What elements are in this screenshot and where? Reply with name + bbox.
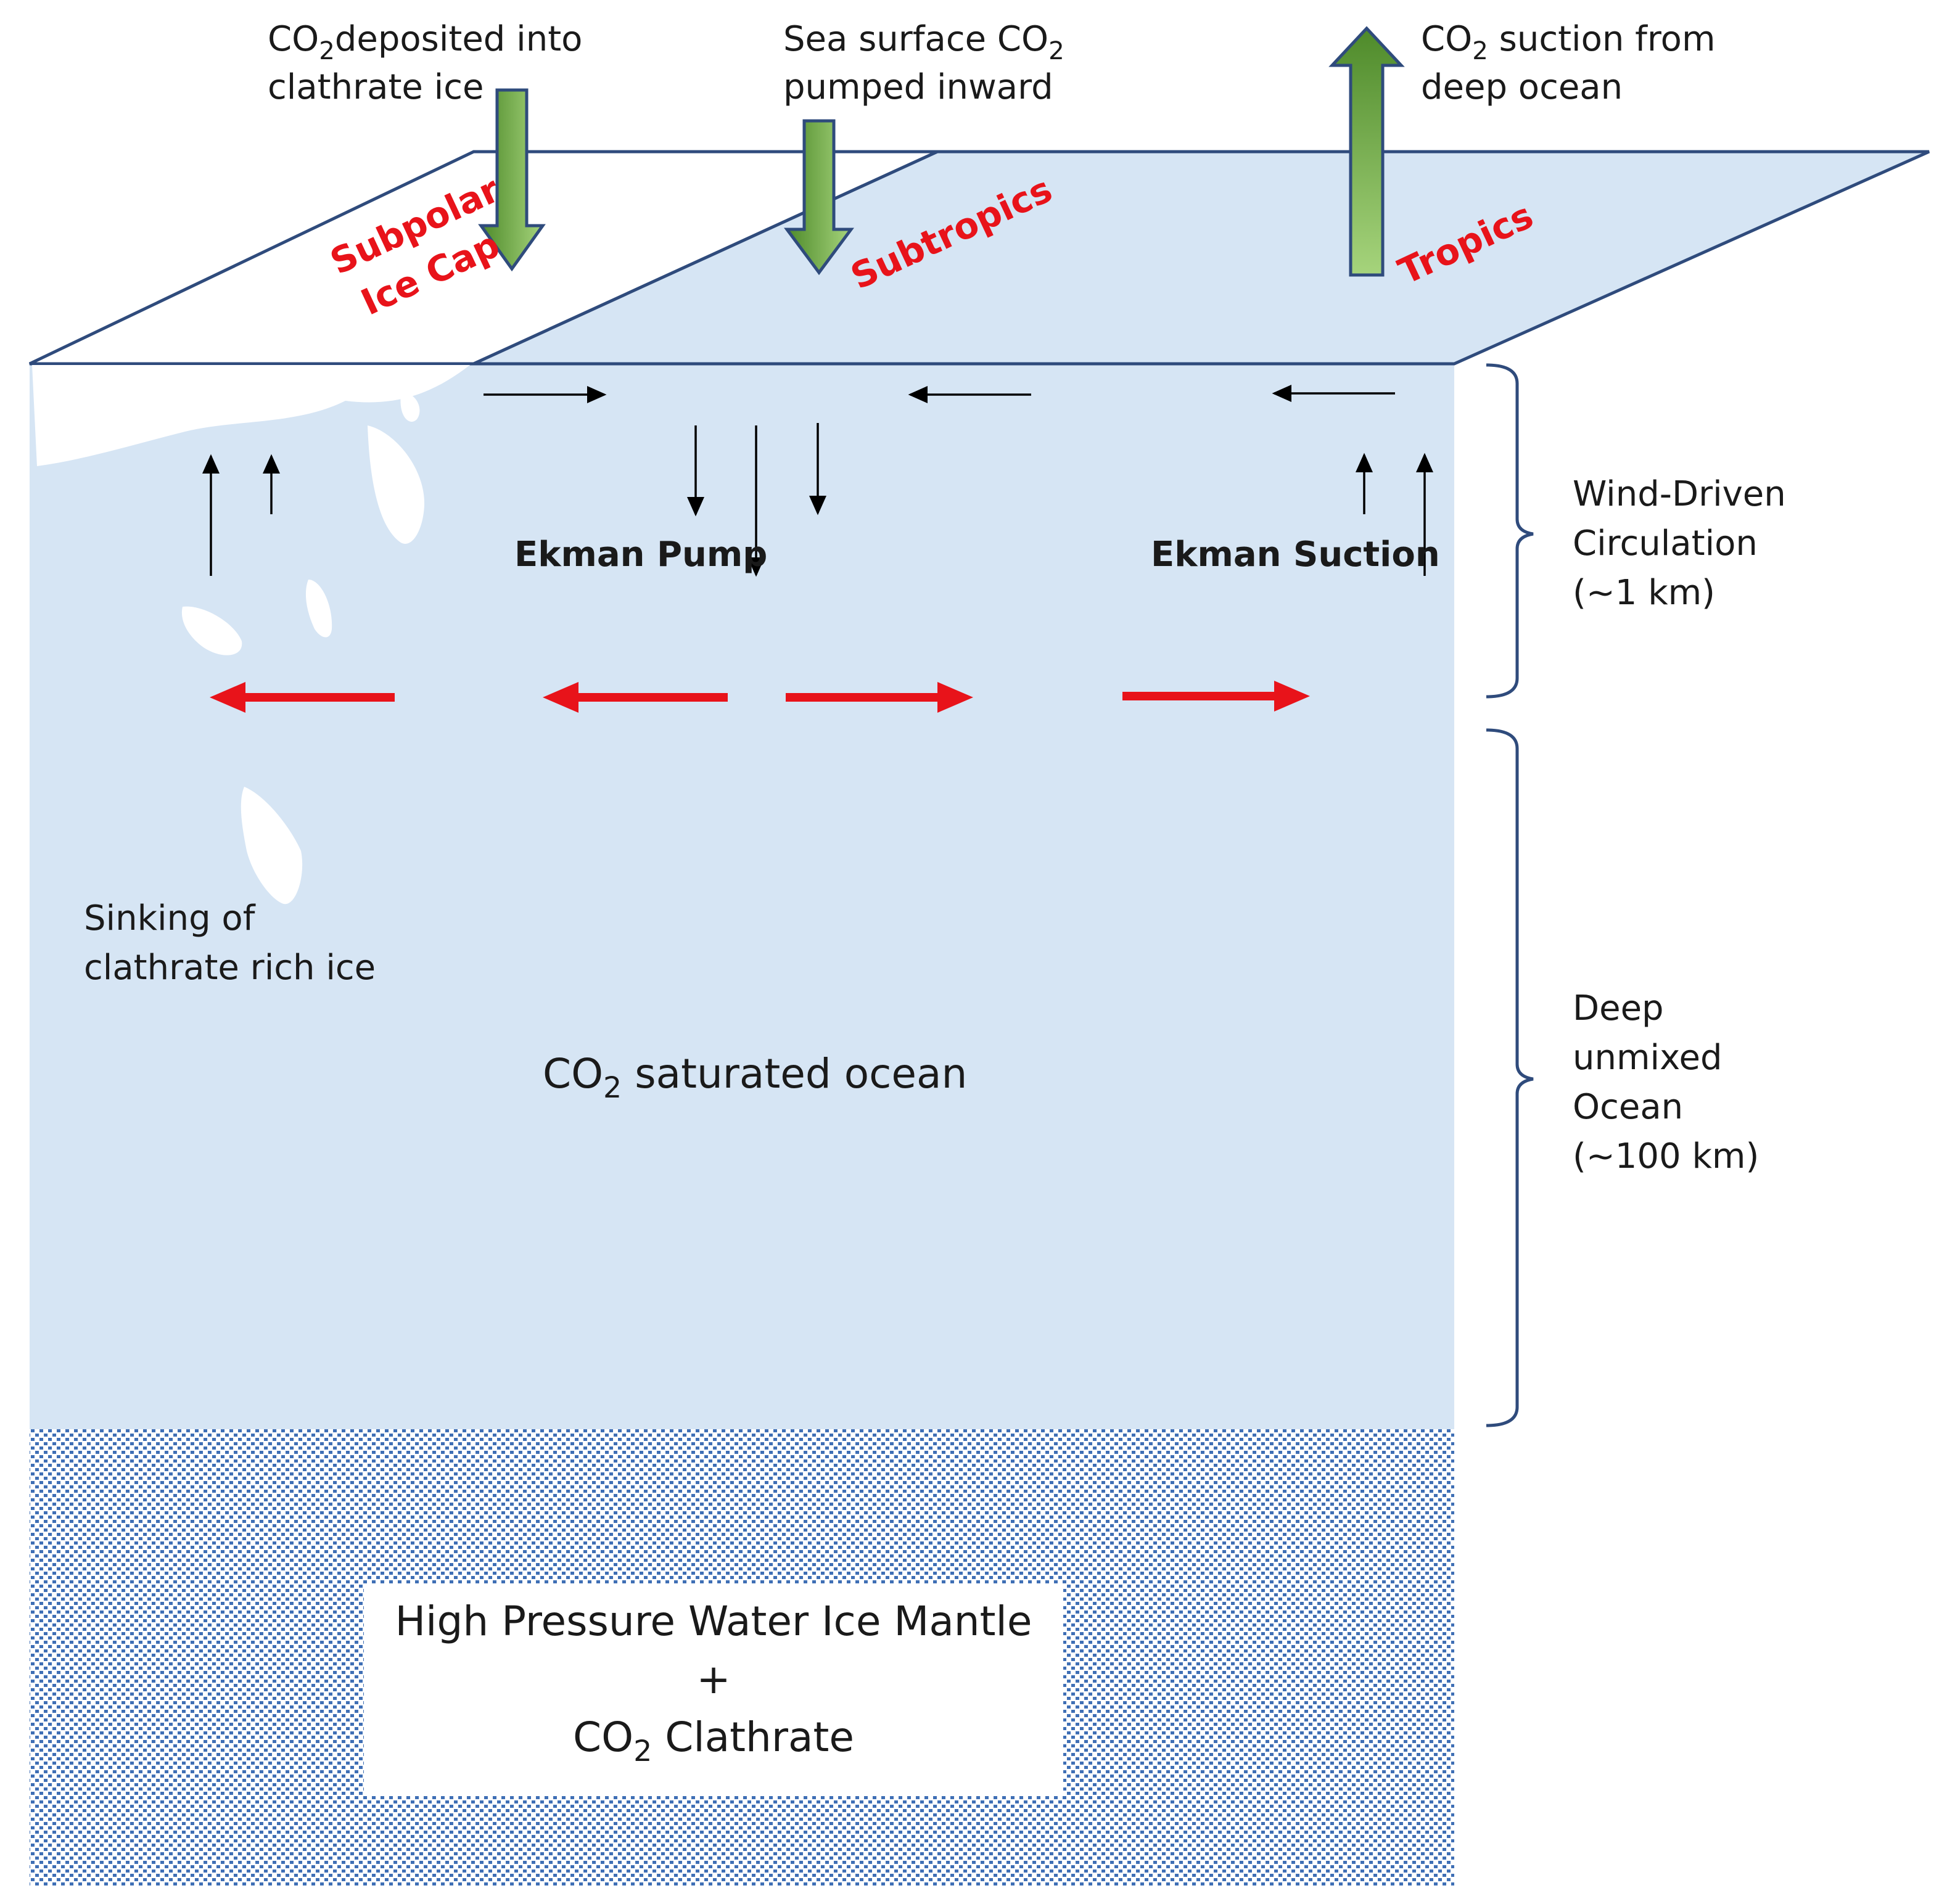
- sinking-label-line2: clathrate rich ice: [84, 948, 376, 988]
- ice-chunk: [241, 787, 303, 905]
- ice-chunk: [400, 393, 420, 422]
- deep-ocean-label: Deep: [1573, 988, 1664, 1028]
- ekman-pump-label: Ekman Pump: [514, 535, 767, 575]
- pump-label: Sea surface CO2: [783, 19, 1064, 65]
- wind-driven-label-line2: Circulation: [1573, 523, 1758, 564]
- deep-ocean-brace: [1486, 728, 1534, 1427]
- deep-ocean-label-line2: unmixed: [1573, 1038, 1723, 1078]
- pump-label-line2: pumped inward: [783, 67, 1053, 107]
- wind-driven-brace: [1486, 363, 1534, 699]
- mantle-plus: +: [696, 1656, 730, 1703]
- red-arrow-left-2: [543, 682, 728, 713]
- co2-pump-arrow: [784, 119, 854, 276]
- deposit-label-line2: clathrate ice: [268, 67, 484, 107]
- ice-chunk: [368, 425, 425, 544]
- co2-deposit-arrow: [478, 88, 546, 272]
- co2-suction-arrow: [1328, 26, 1405, 277]
- ice-chunk: [181, 606, 242, 655]
- deposit-label: CO2deposited into: [268, 19, 582, 65]
- wind-driven-label: Wind-Driven: [1573, 474, 1786, 514]
- sinking-label: Sinking of: [84, 898, 256, 938]
- suction-label-line2: deep ocean: [1421, 67, 1623, 107]
- mantle-label: High Pressure Water Ice Mantle: [395, 1598, 1032, 1645]
- deep-ocean-label-line4: (~100 km): [1573, 1136, 1759, 1176]
- red-arrow-right-2: [1122, 681, 1310, 712]
- wind-driven-label-line3: (~1 km): [1573, 573, 1715, 613]
- ocean-label: CO2 saturated ocean: [543, 1050, 967, 1105]
- ice-cap-underside: [32, 365, 470, 466]
- ocean-body: [30, 363, 1454, 1429]
- ekman-suction-label: Ekman Suction: [1151, 535, 1440, 575]
- mantle-clathrate-label: CO2 Clathrate: [573, 1713, 854, 1768]
- ice-chunk: [305, 580, 332, 638]
- mantle-label-box: [364, 1583, 1063, 1795]
- red-arrow-left-1: [210, 682, 395, 713]
- deep-ocean-label-line3: Ocean: [1573, 1087, 1683, 1127]
- red-arrow-right-1: [786, 682, 973, 713]
- suction-label: CO2 suction from: [1421, 19, 1716, 65]
